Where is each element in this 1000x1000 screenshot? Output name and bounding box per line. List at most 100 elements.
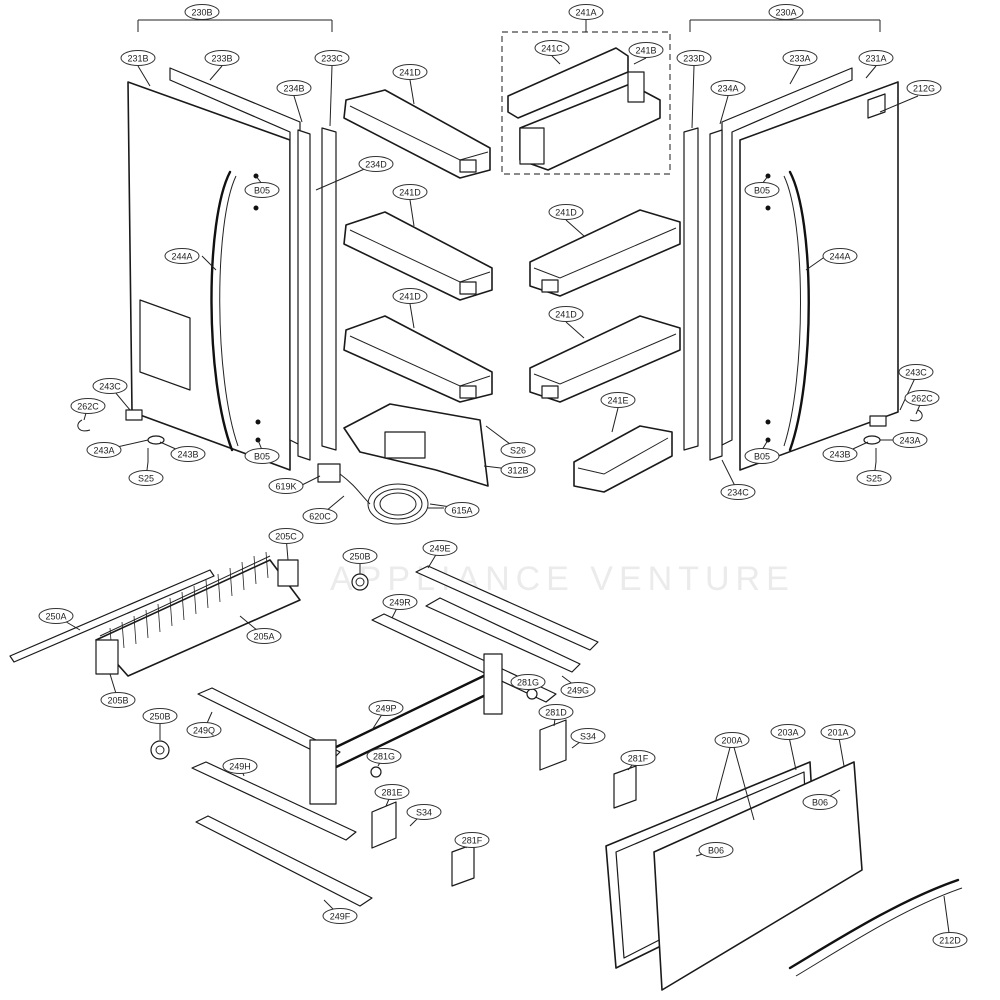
- label-bubble: [570, 728, 606, 744]
- part-label-241d_3: 241D: [392, 288, 428, 304]
- label-bubble: [770, 724, 806, 740]
- label-text: 212D: [939, 936, 961, 946]
- part-label-230a: 230A: [768, 4, 804, 20]
- label-text: 205A: [253, 632, 274, 642]
- label-bubble: [628, 42, 664, 58]
- right-door-panel: [739, 81, 899, 471]
- left-door-gasket: [169, 67, 301, 446]
- label-text: S25: [866, 474, 882, 484]
- label-text: 249Q: [193, 726, 215, 736]
- part-label-b06_1: B06: [802, 794, 838, 810]
- part-label-234a: 234A: [710, 80, 746, 96]
- part-281F-upper: [613, 765, 637, 809]
- label-bubble: [120, 50, 156, 66]
- label-text: 243B: [177, 450, 198, 460]
- label-bubble: [710, 80, 746, 96]
- left-door-dispenser-window: [139, 299, 191, 391]
- right-door-assembly: [683, 67, 923, 471]
- label-bubble: [768, 4, 804, 20]
- label-bubble: [714, 732, 750, 748]
- part-label-s25_l: S25: [128, 470, 164, 486]
- part-label-243c_l: 243C: [92, 378, 128, 394]
- right-door-cap: [709, 129, 723, 461]
- label-text: B05: [254, 452, 270, 462]
- label-text: 312B: [507, 466, 528, 476]
- label-text: 231B: [127, 54, 148, 64]
- part-label-241b: 241B: [628, 42, 664, 58]
- right-hinge-bracket: [869, 415, 887, 427]
- part-label-250b_2: 250B: [142, 708, 178, 724]
- label-bubble: [302, 508, 338, 524]
- label-bubble: [382, 594, 418, 610]
- label-text: 241B: [635, 46, 656, 56]
- label-text: 250B: [149, 712, 170, 722]
- part-label-243a_r: 243A: [892, 432, 928, 448]
- label-bubble: [904, 390, 940, 406]
- part-label-233c: 233C: [314, 50, 350, 66]
- part-label-250b_1: 250B: [342, 548, 378, 564]
- part-label-281g_1: 281G: [510, 674, 546, 690]
- left-door-assembly: [77, 67, 337, 471]
- label-bubble: [184, 4, 220, 20]
- part-281G-upper: [526, 688, 538, 700]
- label-text: 241D: [555, 310, 577, 320]
- label-text: 262C: [911, 394, 933, 404]
- part-label-212d: 212D: [932, 932, 968, 948]
- part-label-b05_1: B05: [244, 182, 280, 198]
- label-text: 230B: [191, 8, 212, 18]
- part-label-249r: 249R: [382, 594, 418, 610]
- part-label-b05_2: B05: [744, 182, 780, 198]
- part-label-233a: 233A: [782, 50, 818, 66]
- label-bubble: [322, 908, 358, 924]
- label-text: 241D: [399, 68, 421, 78]
- part-label-s34_1: S34: [570, 728, 606, 744]
- label-text: S34: [416, 808, 432, 818]
- label-bubble: [92, 378, 128, 394]
- label-bubble: [538, 704, 574, 720]
- part-label-241d_4: 241D: [548, 204, 584, 220]
- label-text: S34: [580, 732, 596, 742]
- label-bubble: [720, 484, 756, 500]
- label-text: 234B: [283, 84, 304, 94]
- label-bubble: [86, 442, 122, 458]
- part-label-b05_3: B05: [244, 448, 280, 464]
- part-281F-lower: [451, 843, 475, 887]
- part-label-s25_r: S25: [856, 470, 892, 486]
- label-bubble: [620, 750, 656, 766]
- left-door-cap: [297, 129, 311, 461]
- rail-249E: [415, 565, 599, 651]
- label-text: 201A: [827, 728, 848, 738]
- label-bubble: [500, 442, 536, 458]
- label-text: 249P: [375, 704, 396, 714]
- part-label-250a: 250A: [38, 608, 74, 624]
- label-text: 281E: [381, 788, 402, 798]
- part-label-233d: 233D: [676, 50, 712, 66]
- bracket-205C: [277, 559, 299, 587]
- label-bubble: [204, 50, 240, 66]
- label-bubble: [744, 448, 780, 464]
- part-label-233b: 233B: [204, 50, 240, 66]
- label-bubble: [128, 470, 164, 486]
- label-text: 243C: [99, 382, 121, 392]
- part-label-619k: 619K: [268, 478, 304, 494]
- label-bubble: [822, 446, 858, 462]
- label-bubble: [858, 50, 894, 66]
- label-bubble: [906, 80, 942, 96]
- part-label-620c: 620C: [302, 508, 338, 524]
- label-text: 234D: [365, 160, 387, 170]
- label-text: B05: [754, 186, 770, 196]
- part-label-249e: 249E: [422, 540, 458, 556]
- label-text: 281D: [545, 708, 567, 718]
- label-text: 241E: [607, 396, 628, 406]
- part-label-244a_r: 244A: [822, 248, 858, 264]
- label-text: 205B: [107, 696, 128, 706]
- label-bubble: [534, 40, 570, 56]
- frame-249P-top: [328, 668, 498, 752]
- label-bubble: [802, 794, 838, 810]
- left-door-handle: [210, 170, 234, 452]
- part-label-s34_2: S34: [406, 804, 442, 820]
- part-label-243b_r: 243B: [822, 446, 858, 462]
- label-text: 244A: [829, 252, 850, 262]
- label-bubble: [568, 4, 604, 20]
- label-bubble: [268, 528, 304, 544]
